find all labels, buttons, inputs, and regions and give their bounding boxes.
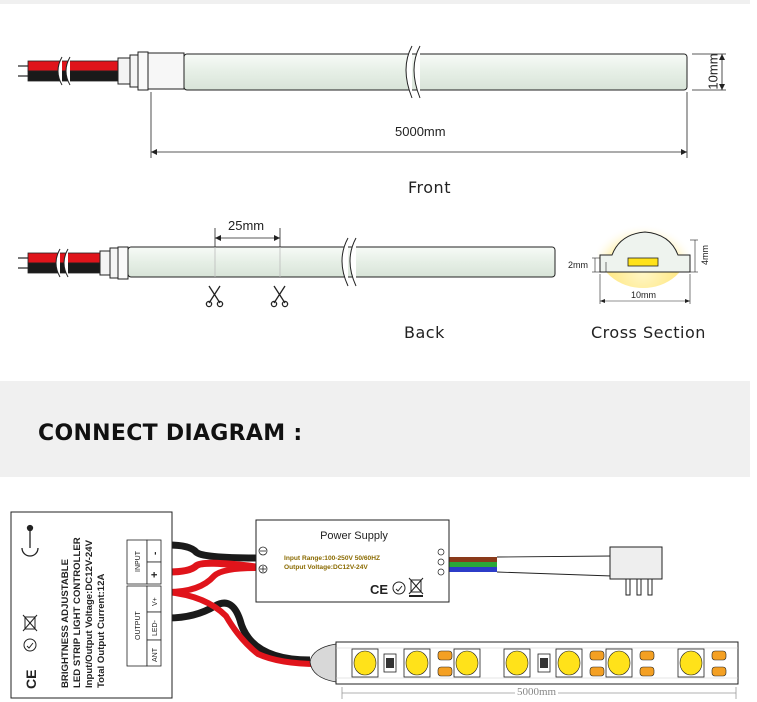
front-wires: [18, 56, 119, 86]
power-supply-title: Power Supply: [320, 530, 388, 542]
ac-wires: [449, 555, 613, 577]
weee-bin-icon: [408, 577, 424, 597]
back-wires: [18, 248, 101, 278]
solder-pad: [711, 650, 727, 661]
weee-bin-icon: [22, 614, 38, 632]
output-label: OUTPUT: [135, 611, 142, 641]
ant-terminal: ANT: [152, 647, 159, 662]
led-phosphor: [505, 650, 529, 676]
power-supply: Power Supply Input Range:100-250V 50/60H…: [255, 519, 450, 603]
led-strip: [309, 641, 739, 699]
scissors-icon: [205, 285, 224, 308]
led-phosphor: [607, 650, 631, 676]
cross-section-view: [592, 208, 698, 304]
back-view: [18, 228, 556, 308]
solder-pad: [589, 650, 605, 661]
solder-pad: [639, 650, 655, 661]
dc-wires: [167, 541, 319, 667]
cross-height-label: 4mm: [700, 245, 710, 265]
front-caption: Front: [408, 178, 451, 197]
front-break-mark: [405, 45, 421, 99]
safety-symbol-icon: [23, 638, 37, 652]
cross-section-caption: Cross Section: [591, 323, 706, 342]
power-supply-output-voltage: Output Voltage:DC12V-24V: [284, 564, 368, 571]
cross-width-label: 10mm: [631, 290, 657, 300]
polarity-icon: [21, 524, 39, 557]
input-plus-terminal: +: [149, 572, 161, 578]
led-phosphor: [455, 650, 479, 676]
led-phosphor: [353, 650, 377, 676]
controller-ce-mark: CE: [23, 670, 39, 689]
solder-pad: [711, 666, 727, 677]
controller-line-4: Total Output Current:12A: [96, 574, 107, 688]
controller-line-2: LED STRIP LIGHT CONTROLLER: [72, 537, 83, 688]
top-band: [0, 0, 750, 4]
section-title: CONNECT DIAGRAM :: [38, 421, 303, 446]
ac-plug: [609, 546, 663, 596]
input-label: INPUT: [135, 550, 142, 572]
front-tube: [183, 53, 688, 91]
controller: CE BRIGHTNESS ADJUSTABLE LED STRIP LIGHT…: [10, 511, 173, 699]
safety-symbol-icon: [392, 581, 406, 595]
controller-line-3: Input/Output Voltage:DC12V-24V: [84, 539, 95, 688]
led-phosphor: [679, 650, 703, 676]
back-tube: [127, 246, 556, 278]
scissors-icon: [270, 285, 289, 308]
strip-length-label: 5000mm: [515, 686, 559, 698]
output-led-minus-terminal: LED-: [152, 619, 159, 636]
front-view: [18, 45, 726, 158]
power-supply-input-range: Input Range:100-250V 50/60HZ: [284, 555, 380, 562]
front-end-cap: [117, 51, 185, 91]
back-caption: Back: [404, 323, 445, 342]
ce-mark: CE: [370, 582, 388, 597]
cut-spacing-label: 25mm: [228, 218, 265, 233]
solder-pad: [639, 666, 655, 677]
resistor-body: [386, 658, 394, 668]
resistor-body: [540, 658, 548, 668]
front-height-label: 10mm: [705, 53, 721, 90]
solder-pad: [437, 650, 453, 661]
solder-pad: [589, 666, 605, 677]
led-phosphor: [405, 650, 429, 676]
front-length-label: 5000mm: [395, 124, 446, 139]
input-minus-terminal: -: [150, 552, 161, 555]
cross-base-label: 2mm: [568, 260, 588, 270]
solder-pad: [437, 666, 453, 677]
connect-diagram-band: [0, 381, 750, 477]
output-vplus-terminal: V+: [152, 597, 159, 606]
controller-line-1: BRIGHTNESS ADJUSTABLE: [60, 558, 71, 688]
led-phosphor: [557, 650, 581, 676]
